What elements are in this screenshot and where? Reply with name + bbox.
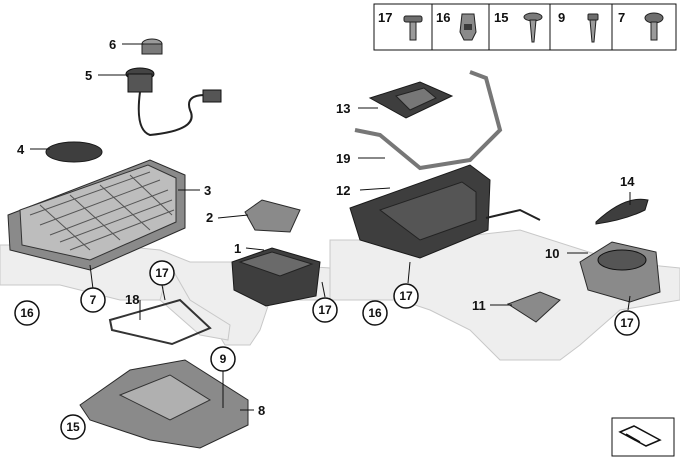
circled-callout-9: 9 xyxy=(210,346,236,372)
clip-nut-icon xyxy=(459,13,477,41)
view-direction-icon xyxy=(611,417,675,457)
trim-strip-part-19 xyxy=(354,70,503,171)
power-socket-part-5 xyxy=(125,67,222,137)
circled-callout-17-a: 17 xyxy=(149,260,175,286)
leader-lines xyxy=(30,43,631,411)
cupholder-part-10 xyxy=(579,241,661,303)
hex-screw-icon xyxy=(644,12,664,41)
circled-callout-17-d: 17 xyxy=(614,310,640,336)
callout-11: 11 xyxy=(472,298,486,313)
cover-part-14 xyxy=(595,198,649,225)
circled-callout-16-right: 16 xyxy=(362,300,388,326)
gasket-part-18 xyxy=(108,298,212,346)
callout-14: 14 xyxy=(620,174,635,189)
legend-number-7: 7 xyxy=(618,10,625,25)
svg-text:17: 17 xyxy=(318,303,332,317)
callout-6: 6 xyxy=(109,37,116,52)
svg-text:17: 17 xyxy=(620,316,634,330)
callout-12: 12 xyxy=(336,183,350,198)
svg-text:17: 17 xyxy=(399,289,413,303)
circled-callout-17-c: 17 xyxy=(393,283,419,309)
svg-text:7: 7 xyxy=(90,293,97,307)
callout-18: 18 xyxy=(125,292,139,307)
svg-text:16: 16 xyxy=(20,306,34,320)
storage-box-part-13 xyxy=(368,81,454,119)
callout-2: 2 xyxy=(206,210,213,225)
callout-5: 5 xyxy=(85,68,92,83)
insert-part-11 xyxy=(506,291,561,323)
legend-number-16: 16 xyxy=(436,10,450,25)
callout-4: 4 xyxy=(17,142,25,157)
callout-1: 1 xyxy=(234,241,241,256)
socket-cap-part-6 xyxy=(141,38,163,55)
callout-3: 3 xyxy=(204,183,211,198)
legend-number-15: 15 xyxy=(494,10,508,25)
circled-callout-16-left: 16 xyxy=(14,300,40,326)
legend-number-9: 9 xyxy=(558,10,565,25)
circled-callout-7: 7 xyxy=(80,287,106,313)
circled-callout-17-b: 17 xyxy=(312,297,338,323)
sheet-metal-screw-icon xyxy=(523,12,543,43)
svg-text:9: 9 xyxy=(220,352,227,366)
legend-number-17: 17 xyxy=(378,10,392,25)
svg-text:16: 16 xyxy=(368,306,382,320)
svg-text:17: 17 xyxy=(155,266,169,280)
callout-10: 10 xyxy=(545,246,559,261)
torx-screw-icon xyxy=(403,15,423,41)
bracket-part-8 xyxy=(79,359,249,449)
tapping-screw-icon xyxy=(587,13,599,43)
fastener-legend: 17 16 15 9 7 xyxy=(373,3,677,51)
circled-callout-15: 15 xyxy=(60,414,86,440)
callout-13: 13 xyxy=(336,101,350,116)
housing-part-12 xyxy=(349,164,541,259)
storage-tray-part-3 xyxy=(7,159,186,271)
callout-19: 19 xyxy=(336,151,350,166)
tray-part-2 xyxy=(244,199,301,233)
insert-part-1 xyxy=(231,247,321,307)
svg-text:15: 15 xyxy=(66,420,80,434)
cover-cap-part-4 xyxy=(45,141,103,163)
callout-8: 8 xyxy=(258,403,265,418)
